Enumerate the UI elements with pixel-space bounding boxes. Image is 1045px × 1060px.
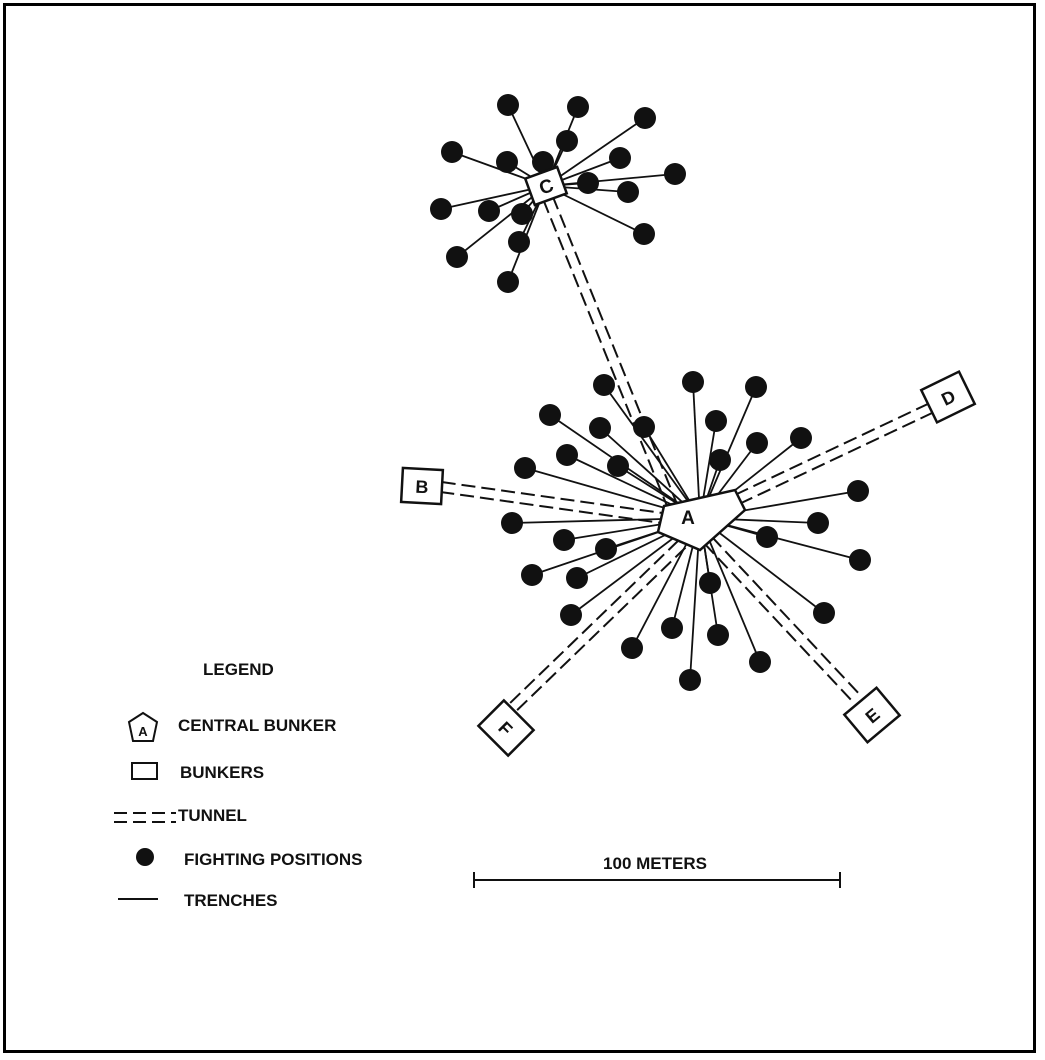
legend-label-tunnel: TUNNEL <box>178 806 247 825</box>
fighting-position-a <box>661 617 683 639</box>
tunnel-line <box>735 402 930 496</box>
pentagon-icon: A <box>127 711 159 742</box>
fighting-position-c <box>508 231 530 253</box>
fighting-position-c <box>633 223 655 245</box>
fighting-position-c <box>664 163 686 185</box>
fighting-position-c <box>446 246 468 268</box>
trenches-layer <box>440 104 861 681</box>
double-dash-icon <box>114 812 176 823</box>
fighting-position-c <box>617 181 639 203</box>
legend-label-central-bunker: CENTRAL BUNKER <box>178 716 336 735</box>
fighting-position-c <box>496 151 518 173</box>
tunnel-line <box>440 490 662 524</box>
scale-label: 100 METERS <box>603 854 707 873</box>
trench-a <box>603 384 701 519</box>
fighting-position-a <box>847 480 869 502</box>
fighting-position-c <box>497 271 519 293</box>
fighting-position-a <box>756 526 778 548</box>
legend-item-fighting-positions: FIGHTING POSITIONS <box>136 848 363 869</box>
legend-label-bunkers: BUNKERS <box>180 763 264 782</box>
legend-item-tunnel: TUNNEL <box>114 806 247 825</box>
fighting-position-a <box>501 512 523 534</box>
rectangle-icon <box>131 762 158 780</box>
fighting-position-a <box>790 427 812 449</box>
tunnels-layer <box>440 195 934 717</box>
tunnel-line <box>739 411 934 505</box>
fighting-position-a <box>595 538 617 560</box>
fighting-position-c <box>634 107 656 129</box>
fighting-position-a <box>813 602 835 624</box>
trench-c <box>545 117 646 187</box>
fighting-position-a <box>709 449 731 471</box>
legend-title: LEGEND <box>203 660 274 679</box>
tunnel-line <box>542 199 669 508</box>
legend-label-trenches: TRENCHES <box>184 891 278 910</box>
fighting-position-c <box>497 94 519 116</box>
fighting-position-a <box>521 564 543 586</box>
legend-item-bunkers: BUNKERS <box>131 762 264 782</box>
fighting-position-a <box>699 572 721 594</box>
tunnel-line <box>503 539 680 710</box>
fighting-position-a <box>745 376 767 398</box>
fighting-position-a <box>607 455 629 477</box>
bunker-b: B <box>399 466 445 506</box>
tunnel-line <box>441 481 663 515</box>
trench-a <box>699 517 825 614</box>
fighting-position-c <box>478 200 500 222</box>
fighting-position-c <box>532 151 554 173</box>
fighting-position-a <box>566 567 588 589</box>
tunnel-line <box>510 546 687 717</box>
fighting-position-c <box>567 96 589 118</box>
central-bunker-label: A <box>681 508 695 529</box>
legend: LEGEND A CENTRAL BUNKER BUNKERS TUNNEL F… <box>114 660 363 910</box>
central-bunker-a: A <box>656 488 747 552</box>
fighting-position-a <box>849 549 871 571</box>
fighting-position-c <box>609 147 631 169</box>
legend-item-trenches: TRENCHES <box>118 891 278 910</box>
fighting-position-a <box>589 417 611 439</box>
fighting-position-c <box>511 203 533 225</box>
fighting-position-a <box>633 416 655 438</box>
fighting-position-c <box>556 130 578 152</box>
legend-item-central-bunker: A CENTRAL BUNKER <box>127 711 336 742</box>
fighting-position-a <box>682 371 704 393</box>
bunker-e: E <box>842 685 902 745</box>
fighting-position-a <box>553 529 575 551</box>
fighting-positions-layer <box>430 94 871 691</box>
tunnel-line <box>703 542 856 705</box>
bunker-d: D <box>919 369 977 425</box>
fighting-position-a <box>749 651 771 673</box>
fighting-position-a <box>560 604 582 626</box>
legend-pentagon-symbol: A <box>138 724 148 739</box>
fighting-position-a <box>707 624 729 646</box>
fighting-position-c <box>577 172 599 194</box>
fighting-position-c <box>430 198 452 220</box>
fighting-position-a <box>556 444 578 466</box>
scale-bar: 100 METERS <box>473 854 841 888</box>
tunnel-line <box>710 535 863 698</box>
fighting-position-a <box>539 404 561 426</box>
fighting-position-a <box>621 637 643 659</box>
tunnel-line <box>551 195 678 504</box>
fighting-position-a <box>705 410 727 432</box>
fighting-position-c <box>441 141 463 163</box>
bunker-b-label: B <box>415 477 429 498</box>
fighting-position-a <box>807 512 829 534</box>
fighting-position-a <box>593 374 615 396</box>
legend-label-fighting-positions: FIGHTING POSITIONS <box>184 850 363 869</box>
bunker-c: C <box>523 165 569 207</box>
fighting-position-a <box>679 669 701 691</box>
trench-a <box>692 381 701 519</box>
filled-circle-icon <box>136 848 154 866</box>
fighting-position-a <box>514 457 536 479</box>
fighting-position-a <box>746 432 768 454</box>
bunker-f: F <box>476 698 536 758</box>
